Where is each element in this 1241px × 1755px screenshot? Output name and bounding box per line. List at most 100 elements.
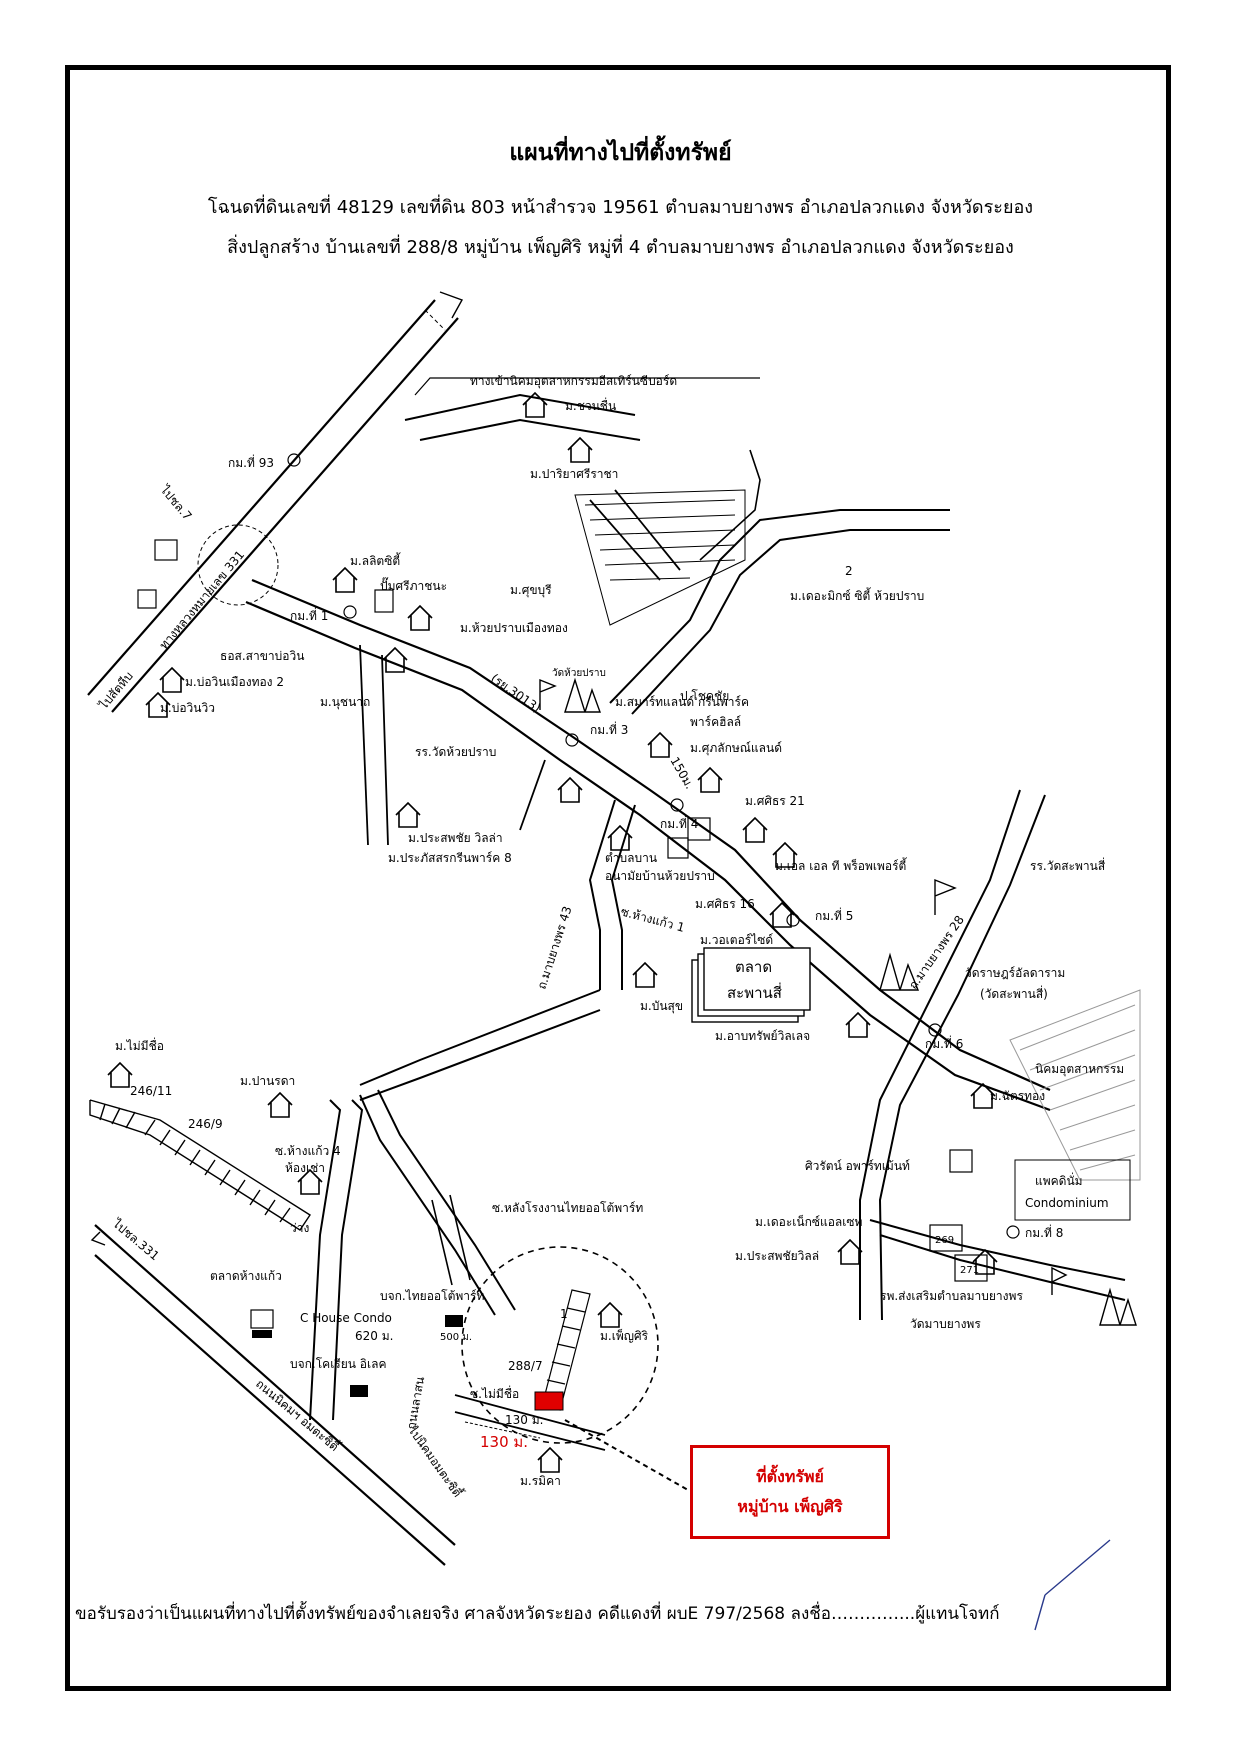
wat-rat-label: วัดราษฎร์อัลดาราม <box>965 966 1065 980</box>
km93-label: กม.ที่ 93 <box>228 454 274 470</box>
thai-auto-label: บจก.ไทยออโต้พาร์ท <box>380 1289 484 1303</box>
nuchanat-label: ม.นุชนาถ <box>320 695 370 710</box>
factory-icons <box>252 1315 463 1397</box>
bowin-view-label: ม.บ่อวินวิว <box>160 701 215 715</box>
wat-mapyangporn-label: วัดมาบยางพร <box>910 1317 981 1331</box>
penisiri-label: ม.เพ็ญศิริ <box>600 1328 649 1343</box>
rooms-label: ห้องเช่า <box>285 1161 325 1175</box>
page-border <box>65 65 1171 1691</box>
prasopchai-label: ม.ประสพชัย วิลล่า <box>408 831 503 845</box>
plot-269-label: 269 <box>935 1235 954 1246</box>
lalit-label: ม.ลลิตซิตี้ <box>350 552 401 568</box>
central-south-road <box>359 799 636 1101</box>
to-chonburi-label: ไปชล.7 <box>157 482 194 523</box>
km8-label: กม.ที่ 8 <box>1025 1224 1063 1240</box>
map-title: แผนที่ทางไปที่ตั้งทรัพย์ <box>509 140 732 166</box>
supalak-label: ม.ศุภลักษณ์แลนด์ <box>690 741 782 756</box>
dist150-label: 150ม. <box>667 755 696 792</box>
pariya-label: ม.ปาริยาศรีราชา <box>530 467 618 481</box>
condo-name-line1: แพคดินั่ม <box>1035 1172 1083 1188</box>
industrial-area-east <box>1009 989 1141 1181</box>
km3-label: กม.ที่ 3 <box>590 721 628 737</box>
to-331-label: ไปชล.331 <box>109 1216 162 1263</box>
prasopchai2-label: ม.ประสพชัยวิลล่ <box>735 1249 819 1263</box>
market-block <box>691 947 811 1023</box>
pannarada-label: ม.ปานรดา <box>240 1074 295 1088</box>
nikhom-road-label: ถนนนิคมฯ อมตะซิตี้ <box>253 1375 344 1455</box>
temple-name-label: วัดห้วยปราบ <box>552 667 606 679</box>
arbsap-label: ม.อาบทรัพย์วิลเลจ <box>715 1029 810 1043</box>
sirin21-label: ม.ศศิธร 21 <box>745 794 805 808</box>
parkhill-label: พาร์คฮิลล์ <box>690 715 741 729</box>
industrial-label: นิคมอุตสาหกรรม <box>1035 1062 1124 1077</box>
sukburi-label: ม.ศุขบุรี <box>510 583 552 598</box>
km4-label: กม.ที่ 4 <box>660 815 698 831</box>
d500-label: 500 ม. <box>440 1332 472 1343</box>
siwarat-label: ศิวรัตน์ อพาร์ทเม้นท์ <box>805 1159 910 1173</box>
soi-thai-auto-label: ซ.หลังโรงงานไทยออโต้พาร์ท <box>492 1201 643 1215</box>
market-name-line1: ตลาด <box>735 958 772 976</box>
soi-hangkaew1-label: ซ.ห้างแก้ว 1 <box>619 904 686 935</box>
the-nest-label: ม.เดอะเน็กซ์แอลเซท <box>755 1214 863 1229</box>
school-sapansi-label: รร.วัดสะพานสี่ <box>1030 857 1106 873</box>
km5-label: กม.ที่ 5 <box>815 907 853 923</box>
mapyangporn-28-road <box>859 789 1046 1321</box>
highway-331-road <box>87 291 464 713</box>
eastern-seaboard-road <box>404 377 760 441</box>
deed-description: โฉนดที่ดินเลขที่ 48129 เลขที่ดิน 803 หน้… <box>207 197 1034 218</box>
tambon-office-label: ตำบลบาน <box>605 851 657 865</box>
health-center-label: อนามัยบ้านห้วยปราบ <box>605 869 715 883</box>
prasatgreen-label: ม.ประภัสสรกรีนพาร์ค 8 <box>388 851 512 865</box>
ll-property-label: ม.เอล เอล ที พร็อพเพอร์ตี้ <box>775 857 907 873</box>
c-house-label: C House Condo <box>300 1311 392 1325</box>
condominium-box <box>1014 1159 1131 1221</box>
hangkaew-market-label: ตลาดห้างแก้ว <box>210 1269 282 1283</box>
km6-label: กม.ที่ 6 <box>925 1035 963 1051</box>
d130-label: 130 ม. <box>505 1413 543 1427</box>
circle1-label: 1 <box>560 1307 568 1321</box>
mapyangporn43-label: ถ.มาบยางพร 43 <box>535 904 575 991</box>
certification-footer: ขอรับรองว่าเป็นแผนที่ทางไปที่ตั้งทรัพย์ข… <box>75 1604 1000 1624</box>
bank-label: ธอส.สาขาบ่อวิน <box>220 649 304 663</box>
korean-label: บจก.โคเรียน อิเลค <box>290 1357 387 1371</box>
west-roads <box>359 644 546 846</box>
road-north <box>609 449 950 715</box>
km-post-icons <box>287 453 1020 1239</box>
callout-leader <box>564 1419 689 1491</box>
n288-7-label: 288/7 <box>508 1359 543 1373</box>
junction-circle <box>197 524 279 606</box>
waterside-label: ม.วอเตอร์ไซด์ <box>700 933 773 947</box>
wat-sapansi-label: (วัดสะพานสี่) <box>980 985 1048 1001</box>
property-soi <box>454 1394 606 1451</box>
vacant-label: ว่าง <box>290 1221 309 1235</box>
temple-icons <box>564 677 1137 1326</box>
chatthong-label: ม.ฉัตรทอง <box>990 1089 1045 1103</box>
mapyangporn28-label: ถ.มาบยางพร 28 <box>906 913 967 992</box>
smartland-label: ม.สมาร์ทแลนด์ กรีนพาร์ค <box>615 695 749 709</box>
industrial-area-north <box>574 489 746 626</box>
row-houses <box>89 1099 311 1231</box>
plot-269-271 <box>929 1224 988 1282</box>
n246-11-label: 246/11 <box>130 1084 172 1098</box>
callout-line1: ที่ตั้งทรัพย์ <box>756 1467 824 1486</box>
soi-lasan-label: ถนนลาสน <box>404 1376 427 1431</box>
southwest-roads <box>309 1089 516 1421</box>
eastern-seaboard-label: ทางเข้านิคมอุตสาหกรรมอีสเทิร์นซีบอร์ด <box>470 374 677 389</box>
plot-271-label: 271 <box>960 1265 979 1276</box>
to-amata-label: ไปนิคมอมตะซิตี้ <box>405 1422 467 1501</box>
property-callout: ที่ตั้งทรัพย์ หมู่บ้าน เพ็ญศิริ <box>690 1445 890 1539</box>
rayong3013-label: (รย.3013) <box>488 671 543 715</box>
east-road <box>869 1219 1126 1301</box>
hospital-label: รพ.ส่งเสริมตำบลมาบยางพร <box>880 1289 1023 1303</box>
no-name-label: ม.ไม่มีชื่อ <box>115 1037 164 1053</box>
hangkaew4-label: ซ.ห้างแก้ว 4 <box>275 1144 341 1158</box>
pump-label: ปั๊มศรีภาชนะ <box>380 577 447 593</box>
building-description: สิ่งปลูกสร้าง บ้านเลขที่ 288/8 หมู่บ้าน … <box>227 237 1014 258</box>
d130-red-label: 130 ม. <box>480 1433 528 1451</box>
signature-mark <box>1034 1539 1111 1631</box>
n246-9-label: 246/9 <box>188 1117 223 1131</box>
building-icons <box>137 539 973 1329</box>
school-flag-icons <box>539 678 1068 1295</box>
soi-no-name-label: ซ.ไม่มีชื่อ <box>470 1385 519 1401</box>
